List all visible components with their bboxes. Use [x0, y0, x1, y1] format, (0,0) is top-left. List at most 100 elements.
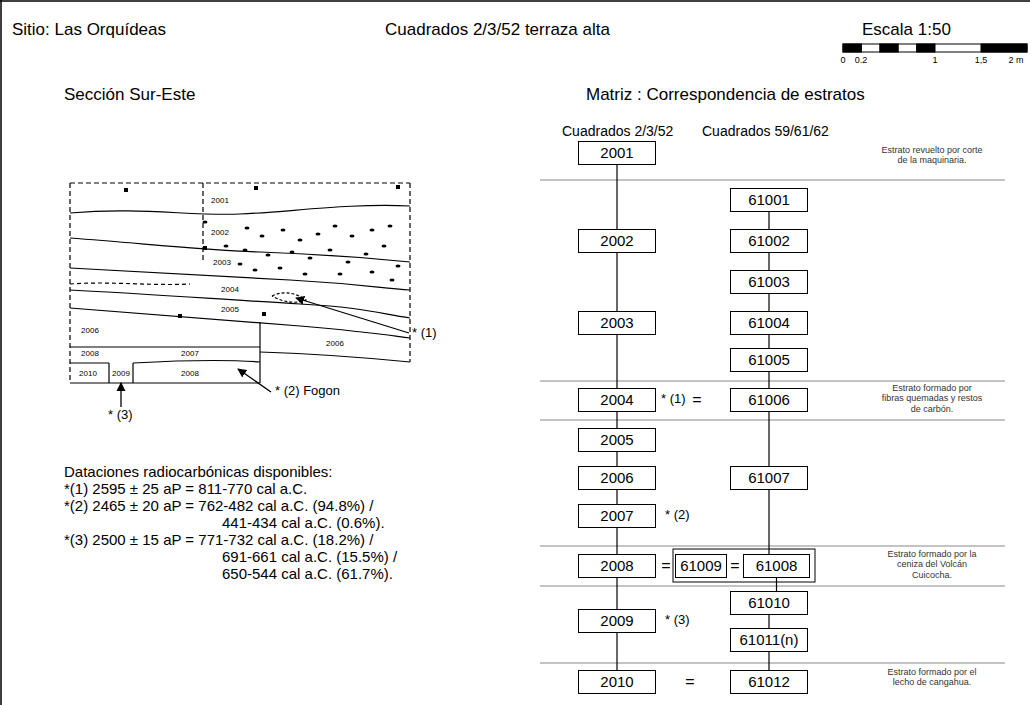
label-text: *(3) 2500 ± 15 aP = 771-732 cal a.C. (18…: [64, 531, 373, 548]
stratum-box: 61003: [730, 270, 808, 294]
note-text: Estrato formado por fibras quemadas y re…: [880, 383, 984, 414]
label-text: 2005: [221, 305, 239, 314]
label-text: 2009: [112, 369, 130, 378]
matrix-link: [616, 335, 617, 388]
label-text: 2007: [181, 349, 199, 358]
stratum-number: 61004: [748, 315, 790, 332]
stratum-number: 2009: [600, 613, 633, 630]
stones: [124, 185, 401, 318]
stratum-box: 2003: [578, 311, 656, 335]
matrix-link: [616, 165, 617, 229]
stratum-box: 61010: [730, 591, 808, 615]
stratum-box: 2001: [578, 141, 656, 165]
label-text: 2006: [81, 326, 99, 335]
matrix-link: [616, 633, 617, 670]
matrix-link: [768, 615, 769, 628]
matrix-link: [616, 528, 617, 554]
matrix-link: [616, 452, 617, 466]
label-text: Cuadrados 2/3/52: [562, 123, 673, 139]
matrix-link: [616, 578, 617, 609]
matrix-separators: [540, 180, 1005, 663]
stratum-number: 61009: [680, 558, 722, 575]
matrix-link: [768, 490, 769, 554]
label-text: * (1): [412, 326, 437, 341]
label-text: Sitio: Las Orquídeas: [12, 20, 166, 40]
label-text: Sección Sur-Este: [64, 85, 195, 105]
stratum-box: 61009: [675, 554, 727, 578]
label-text: 441-434 cal a.C. (0.6%).: [222, 514, 385, 531]
stratum-number: 61012: [748, 674, 790, 691]
label-text: 2002: [211, 228, 229, 237]
matrix-link: [616, 412, 617, 428]
stratum-box: 2010: [578, 670, 656, 694]
label-text: *(2) 2465 ± 20 aP = 762-482 cal a.C. (94…: [64, 497, 373, 514]
label-text: 1,5: [975, 55, 988, 65]
matrix-link: [616, 253, 617, 311]
stratum-number: 2007: [600, 508, 633, 525]
stratum-box: 2004: [578, 388, 656, 412]
label-text: =: [661, 557, 670, 575]
stratum-number: 61006: [748, 392, 790, 409]
stratum-box: 2002: [578, 229, 656, 253]
matrix-link: [768, 212, 769, 229]
label-text: Cuadrados 59/61/62: [702, 123, 829, 139]
matrix-link: [768, 412, 769, 466]
stratum-box: 61002: [730, 229, 808, 253]
note-text: Estrato revuelto por corte de la maquina…: [880, 145, 984, 166]
stratum-number: 61007: [748, 470, 790, 487]
stratum-box: 2009: [578, 609, 656, 633]
note-text: Estrato formado por la ceniza del Volcán…: [880, 549, 984, 580]
stratum-box: 2008: [578, 554, 656, 578]
label-text: =: [692, 391, 701, 409]
stratum-box: 2007: [578, 504, 656, 528]
stratum-number: 2003: [600, 315, 633, 332]
label-text: 2008: [81, 349, 99, 358]
stratum-number: 2005: [600, 432, 633, 449]
stratum-number: 61003: [748, 274, 790, 291]
stratum-number: 61001: [748, 192, 790, 209]
label-text: =: [730, 557, 739, 575]
stratum-number: 61010: [748, 595, 790, 612]
label-text: Matriz : Correspondencia de estratos: [586, 85, 865, 105]
label-text: 691-661 cal a.C. (15.5%) /: [222, 548, 397, 565]
stratum-box: 61004: [730, 311, 808, 335]
stratum-box: 2005: [578, 428, 656, 452]
scale-bar: [843, 44, 1027, 52]
matrix-link: [776, 578, 777, 591]
stratum-number: 2010: [600, 674, 633, 691]
matrix-link: [616, 490, 617, 504]
matrix-link: [768, 335, 769, 348]
stratum-number: 2004: [600, 392, 633, 409]
stratum-number: 61008: [756, 558, 798, 575]
label-text: Dataciones radiocarbónicas disponibles:: [64, 463, 333, 480]
matrix-link: [768, 253, 769, 270]
strata-lines: [70, 183, 410, 383]
correspondence-bracket: [673, 549, 815, 582]
leader-arrows: [121, 298, 409, 407]
stratum-box: 61007: [730, 466, 808, 490]
label-text: 2004: [221, 285, 239, 294]
label-text: 0: [840, 55, 845, 65]
label-text: *(1) 2595 ± 25 aP = 811-770 cal a.C.: [64, 480, 307, 497]
label-text: 0.2: [855, 55, 868, 65]
stratum-number: 61002: [748, 233, 790, 250]
note-text: Estrato formado por el lecho de cangahua…: [880, 667, 984, 688]
matrix-link: [768, 294, 769, 311]
stratum-number: 61005: [748, 352, 790, 369]
stratum-box: 61005: [730, 348, 808, 372]
label-text: Escala 1:50: [862, 20, 951, 40]
matrix-link: [768, 372, 769, 388]
label-text: * (3): [665, 613, 690, 628]
label-text: 2008: [181, 369, 199, 378]
stratum-number: 2006: [600, 470, 633, 487]
label-text: * (3): [108, 408, 133, 423]
label-text: * (1): [661, 392, 686, 407]
stratum-number: 61011(n): [740, 632, 799, 649]
stratum-box: 61006: [730, 388, 808, 412]
stratum-box: 61008: [743, 554, 810, 578]
label-text: Cuadrados 2/3/52 terraza alta: [385, 20, 610, 40]
